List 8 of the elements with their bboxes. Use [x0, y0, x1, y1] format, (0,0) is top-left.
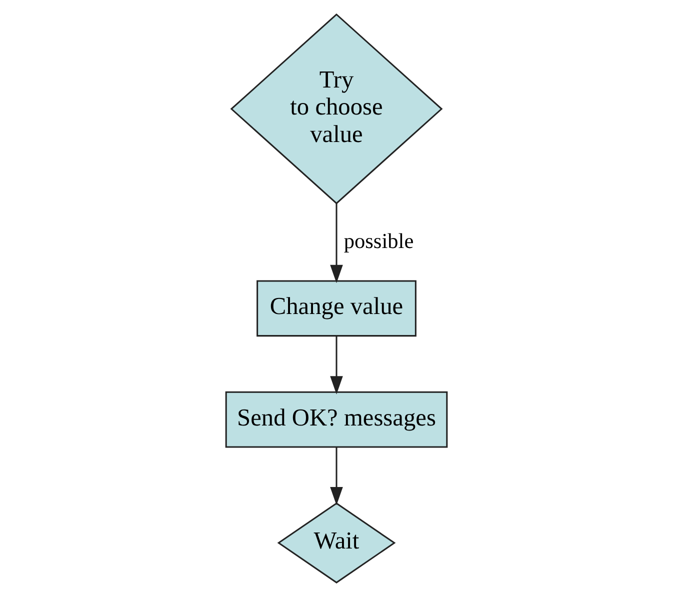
node-box: Send OK? messages	[225, 391, 448, 448]
node-diamond: Wait	[277, 502, 396, 584]
node-diamond: Try to choose value	[230, 13, 443, 204]
edge-label: possible	[344, 228, 414, 253]
node-box: Change value	[256, 280, 416, 337]
arrow	[330, 336, 343, 394]
arrow	[330, 203, 343, 284]
arrow	[330, 447, 343, 506]
